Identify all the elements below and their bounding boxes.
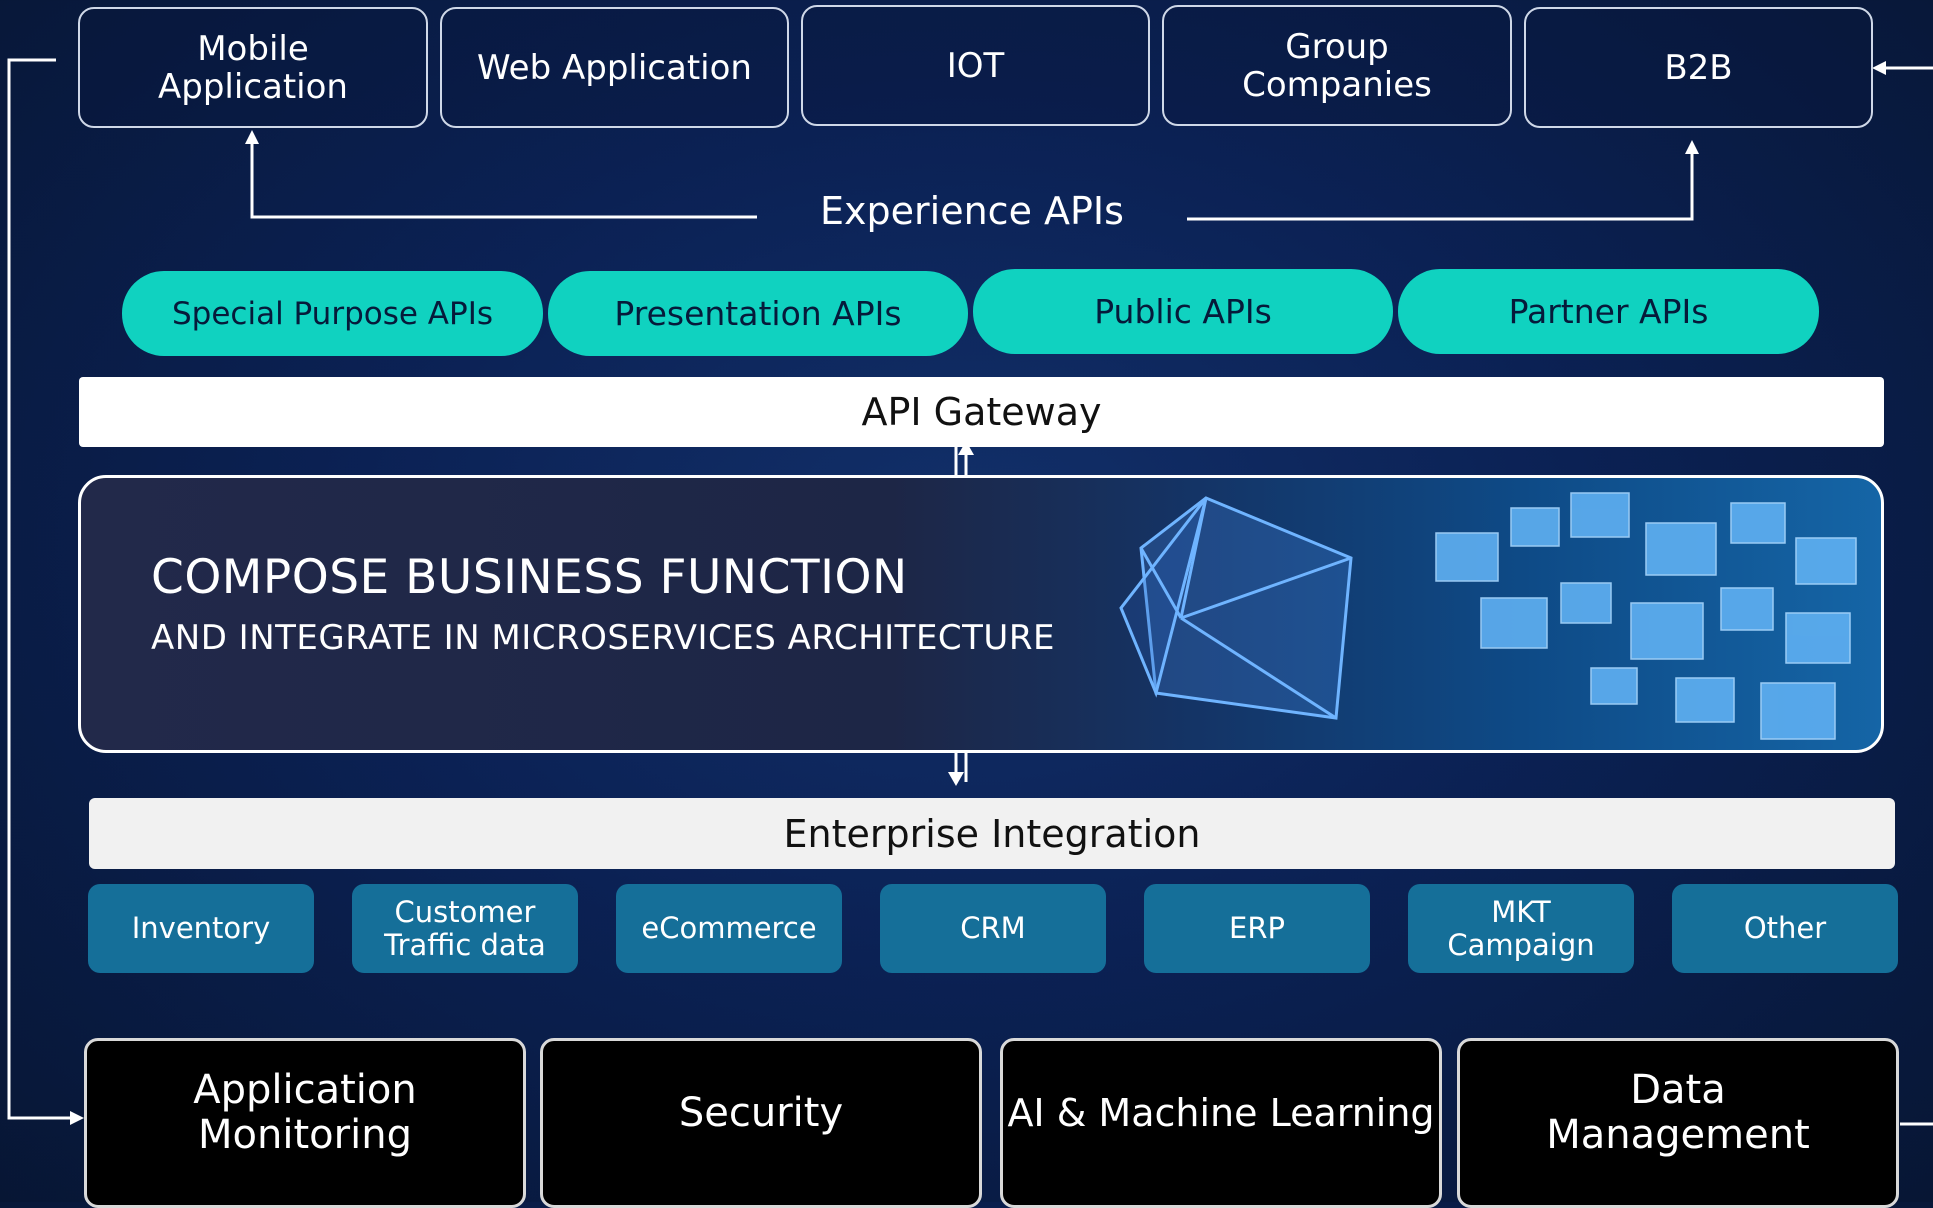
client-iot: IOT [801, 5, 1150, 126]
experience-left-connector [250, 140, 757, 219]
client-label: Mobile Application [158, 28, 348, 107]
client-label: Group Companies [1242, 26, 1432, 105]
experience-apis-label: Experience APIs [820, 189, 1124, 233]
platform-data-management: Data Management [1457, 1038, 1899, 1208]
client-label: B2B [1664, 47, 1733, 88]
client-label: IOT [946, 45, 1005, 86]
arrowhead-application-monitoring [70, 1111, 84, 1125]
client-group-companies: Group Companies [1162, 5, 1512, 126]
left-loop-connector [7, 58, 78, 1120]
source-erp: ERP [1144, 884, 1370, 973]
source-crm: CRM [880, 884, 1106, 973]
platform-ai-machine-learning: AI & Machine Learning [1000, 1038, 1442, 1208]
experience-right-connector [1187, 150, 1694, 221]
client-b2b: B2B [1524, 7, 1873, 128]
pill-special-purpose-apis: Special Purpose APIs [122, 271, 543, 356]
client-mobile-application: Mobile Application [78, 7, 428, 128]
platform-application-monitoring: Application Monitoring [84, 1038, 526, 1208]
source-customer-traffic-data: Customer Traffic data [352, 884, 578, 973]
platform-security: Security [540, 1038, 982, 1208]
compose-business-function-panel: COMPOSE BUSINESS FUNCTION AND INTEGRATE … [78, 475, 1884, 753]
enterprise-integration-bar: Enterprise Integration [89, 798, 1895, 869]
client-label: Web Application [477, 47, 752, 88]
arrowhead-b2b [1872, 61, 1886, 75]
pill-public-apis: Public APIs [973, 269, 1393, 354]
source-mkt-campaign: MKT Campaign [1408, 884, 1634, 973]
compose-subtitle: AND INTEGRATE IN MICROSERVICES ARCHITECT… [151, 618, 1055, 658]
source-inventory: Inventory [88, 884, 314, 973]
cube-graphic [1119, 492, 1857, 740]
source-ecommerce: eCommerce [616, 884, 842, 973]
pill-presentation-apis: Presentation APIs [548, 271, 968, 356]
pill-partner-apis: Partner APIs [1398, 269, 1819, 354]
api-gateway-bar: API Gateway [79, 377, 1884, 447]
arrowhead-mobile [245, 130, 259, 144]
compose-title: COMPOSE BUSINESS FUNCTION [151, 550, 908, 605]
arrowhead-b2b-up [1685, 140, 1699, 154]
client-web-application: Web Application [440, 7, 789, 128]
source-other: Other [1672, 884, 1898, 973]
